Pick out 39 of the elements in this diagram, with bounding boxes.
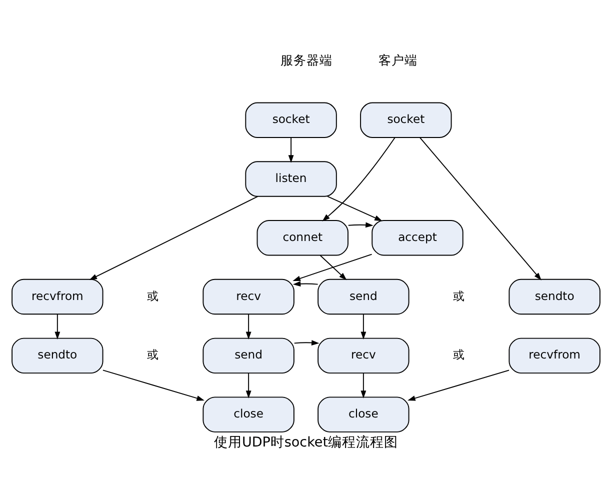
arrow [54, 314, 60, 340]
node-box: listen [245, 161, 337, 197]
arrow [292, 281, 318, 287]
node-box: recv [318, 338, 410, 374]
node-box: recvfrom [508, 338, 600, 374]
node-box: accept [372, 220, 464, 256]
node-box: recvfrom [12, 278, 104, 315]
node-box: send [202, 338, 294, 374]
arrow [246, 314, 252, 340]
arrow [408, 370, 510, 401]
arrow [348, 222, 374, 228]
node-box: socket [245, 102, 337, 138]
node-box: sendto [508, 278, 600, 315]
arrow [322, 137, 396, 222]
arrow [288, 137, 294, 163]
arrow [327, 196, 382, 222]
node-box: recv [202, 278, 294, 315]
node-box: sendto [12, 338, 104, 374]
label: 服务器端 [280, 52, 332, 68]
node-box: connet [256, 220, 348, 256]
arrow [419, 137, 542, 280]
arrow [89, 196, 258, 280]
label: 或 [146, 288, 159, 303]
arrow [360, 372, 366, 398]
arrow [292, 254, 372, 282]
label: 或 [453, 348, 466, 362]
caption: 使用UDP时socket编程流程图 [214, 434, 398, 451]
label: 或 [146, 348, 159, 362]
arrow [246, 372, 252, 398]
arrow [294, 340, 320, 346]
node-box: close [318, 396, 410, 432]
label: 客户端 [378, 52, 418, 68]
node-box: close [202, 396, 294, 432]
node-box: send [318, 278, 410, 315]
arrow [102, 370, 204, 401]
arrow [320, 254, 347, 280]
arrow [360, 314, 366, 340]
node-box: socket [360, 102, 452, 138]
label: 或 [453, 288, 466, 303]
